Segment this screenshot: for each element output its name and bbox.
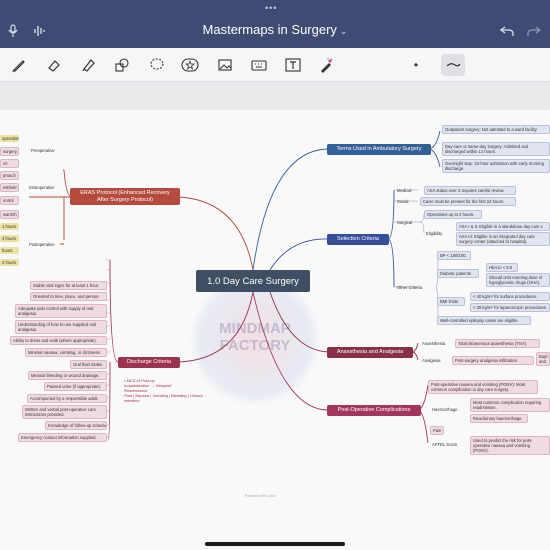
selection-epilepsy[interactable]: Well-controlled epilepsy cases are eligi… — [437, 316, 531, 325]
complications-pain[interactable]: Pain — [430, 426, 444, 435]
eras-leaf[interactable]: ontrol — [0, 196, 19, 205]
complications-apfel-item[interactable]: Used to predict the risk for post-operat… — [470, 436, 550, 455]
bottom-margin — [0, 532, 550, 550]
discharge-item[interactable]: Adequate pain control with supply of ora… — [15, 304, 107, 318]
eras-postoperative[interactable]: Postoperative — [29, 242, 55, 247]
eras-leaf[interactable]: esthetic — [0, 183, 19, 192]
eras-leaf[interactable]: proach — [0, 171, 19, 180]
footer-credit: Powered with Lucid — [245, 494, 276, 498]
selection-surgical-item[interactable]: Operations up to 2 hours. — [424, 210, 482, 219]
selection-eligibility-item[interactable]: ASA I & II: Eligible in a standalone day… — [456, 222, 550, 231]
analgesia-supp[interactable]: Bupi and — [536, 352, 550, 366]
document-title-text: Mastermaps in Surgery — [202, 22, 337, 37]
highlighter-icon[interactable] — [77, 54, 99, 76]
eras-leaf[interactable]: 1 hours — [0, 223, 19, 230]
branch-discharge-criteria[interactable]: Discharge Criteria — [118, 357, 180, 368]
lasso-icon[interactable] — [146, 54, 168, 76]
selection-medical[interactable]: Medical — [397, 188, 412, 193]
complications-ponv[interactable]: Post-operative nausea and vomiting (PONV… — [428, 380, 538, 394]
handwritten-note: • MCS of Post-op hospitalization → Delay… — [124, 378, 203, 403]
selection-bp[interactable]: BP < 180/100. — [437, 251, 471, 260]
discharge-item[interactable]: Minimal nausea, vomiting, or dizziness. — [25, 348, 107, 357]
title-bar: ••• Mastermaps in Surgery⌄ — [0, 0, 550, 48]
branch-complications[interactable]: Post-Operative Complications — [327, 405, 421, 416]
anaesthesia-label[interactable]: Anaesthesia — [422, 341, 446, 346]
branch-anaesthesia[interactable]: Anaesthesia and Analgesia — [327, 347, 413, 358]
eras-leaf[interactable]: operation — [0, 135, 19, 142]
eras-leaf[interactable]: hours — [0, 247, 19, 254]
complications-apfel[interactable]: APFEL Score — [432, 442, 458, 447]
discharge-item[interactable]: Passed urine (if appropriate). — [44, 382, 107, 391]
selection-eligibility[interactable]: Eligibility — [426, 231, 443, 236]
discharge-item[interactable]: Stable vital signs for at least 1 hour. — [30, 281, 107, 290]
terms-item[interactable]: Overnight stay: 23-hour admission with e… — [442, 159, 550, 173]
central-topic[interactable]: 1.0 Day Care Surgery — [196, 270, 310, 292]
discharge-item[interactable]: Accompanied by a responsible adult. — [27, 394, 107, 403]
document-title[interactable]: Mastermaps in Surgery⌄ — [0, 22, 550, 37]
eras-leaf[interactable]: ch — [0, 159, 19, 168]
complications-haemorrhage[interactable]: Haemorrhage — [432, 407, 458, 412]
drawing-toolbar: • — [0, 48, 550, 82]
selection-social[interactable]: Social — [397, 199, 409, 204]
discharge-item[interactable]: Emergency contact information supplied. — [18, 433, 107, 442]
eras-leaf[interactable]: 4 hours — [0, 235, 19, 242]
multitask-dots[interactable]: ••• — [265, 3, 278, 13]
keyboard-icon[interactable] — [248, 54, 270, 76]
eras-leaf[interactable]: 2 hours — [0, 259, 19, 266]
selection-hypo[interactable]: Should omit morning dose of hypoglycemic… — [486, 273, 550, 287]
chevron-down-icon: ⌄ — [339, 26, 348, 36]
shapes-icon[interactable] — [111, 54, 133, 76]
image-icon[interactable] — [214, 54, 236, 76]
selection-other[interactable]: Other Criteria — [397, 285, 423, 290]
complications-haem-item[interactable]: Most common complication requiring readm… — [470, 398, 550, 412]
discharge-item[interactable]: Oriented to time, place, and person. — [30, 292, 107, 301]
eras-leaf[interactable]: warmth — [0, 210, 19, 219]
branch-eras-protocol[interactable]: ERAS Protocol (Enhanced Recovery After S… — [70, 188, 180, 205]
waveform-icon[interactable] — [33, 24, 47, 38]
discharge-item[interactable]: Understanding of how to use supplied ora… — [15, 320, 107, 334]
selection-surgical[interactable]: Surgical — [397, 220, 413, 225]
discharge-item[interactable]: Minimal bleeding or wound drainage. — [28, 371, 107, 380]
discharge-item[interactable]: Written and verbal post-operative care i… — [22, 405, 107, 419]
stroke-style-button[interactable] — [441, 54, 465, 76]
discharge-item[interactable]: Oral fluid intake. — [70, 360, 107, 369]
eras-intraoperative[interactable]: Intraoperative — [29, 185, 55, 190]
pen-icon[interactable] — [8, 54, 30, 76]
sticker-icon[interactable] — [179, 54, 201, 76]
eras-leaf[interactable]: surgery — [0, 147, 19, 156]
complications-haem-item[interactable]: Reactionary haemorrhage. — [470, 414, 528, 423]
analgesia-label[interactable]: Analgesia — [422, 358, 441, 363]
anaesthesia-tiva[interactable]: Total intravenous anaesthesia (TIVA) — [455, 339, 540, 348]
text-icon[interactable] — [282, 54, 304, 76]
eraser-icon[interactable] — [43, 54, 65, 76]
selection-medical-item[interactable]: ASA status over 2 requires careful revie… — [424, 186, 516, 195]
analgesia-infiltration[interactable]: Post-surgery analgesia infiltration — [452, 356, 534, 365]
branch-terms[interactable]: Terms Used in Ambulatory Surgery — [327, 144, 431, 155]
redo-icon[interactable] — [527, 25, 541, 37]
selection-bmi[interactable]: BMI limits — [437, 297, 465, 306]
undo-icon[interactable] — [500, 25, 514, 37]
home-indicator[interactable] — [205, 542, 345, 546]
selection-bmi-item[interactable]: < 38 kg/m² for laparoscopic procedures. — [470, 303, 550, 312]
selection-bmi-item[interactable]: < 40 kg/m² for surface procedures. — [470, 292, 550, 301]
discharge-item[interactable]: Knowledge of follow-up schedule. — [45, 421, 107, 430]
laser-pointer-icon[interactable] — [315, 54, 337, 76]
terms-item[interactable]: Day-care or same-day surgery: Admitted a… — [442, 142, 550, 156]
selection-diabetic[interactable]: Diabetic patients — [437, 269, 479, 278]
discharge-item[interactable]: Ability to dress and walk (where appropr… — [10, 336, 107, 345]
microphone-icon[interactable] — [8, 24, 18, 38]
selection-social-item[interactable]: Carer must be present for the first 24 h… — [420, 197, 516, 206]
branch-selection-criteria[interactable]: Selection Criteria — [327, 234, 389, 245]
eras-preoperative[interactable]: Preoperative — [31, 148, 55, 153]
selection-hba1c[interactable]: HbA1c < 8.5 — [486, 263, 518, 272]
stroke-dot-button[interactable]: • — [413, 58, 419, 72]
selection-eligibility-item[interactable]: ASA III: Eligible in an integrated day c… — [456, 232, 550, 246]
terms-item[interactable]: Outpatient surgery: Not admitted to a wa… — [442, 125, 550, 134]
